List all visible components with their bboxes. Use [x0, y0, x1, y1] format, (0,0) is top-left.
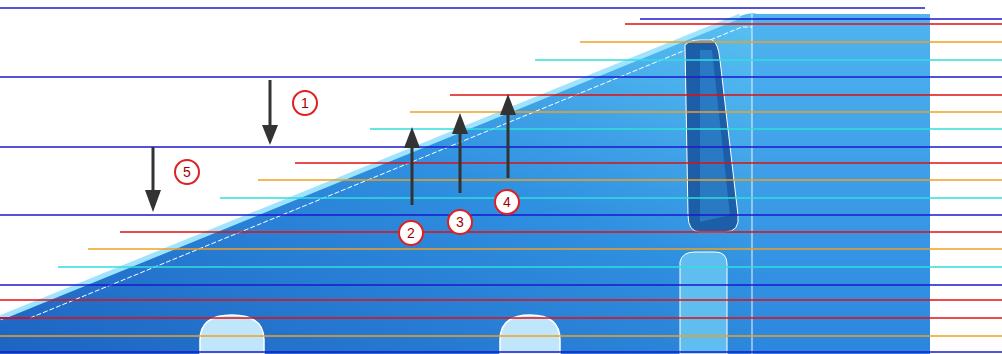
contour-line	[625, 23, 1002, 24]
contour-line	[450, 94, 1002, 95]
arrow-shaft	[411, 145, 414, 205]
contour-line	[220, 197, 1002, 198]
wall-shade	[700, 50, 730, 222]
contour-line	[535, 59, 1002, 60]
contour-line	[0, 214, 1002, 215]
callout-number: 5	[174, 159, 200, 185]
contour-line	[88, 248, 1002, 249]
contour-line	[295, 162, 1002, 163]
arrow-shaft	[269, 80, 272, 128]
arrow-shaft	[507, 112, 510, 178]
contour-line	[0, 76, 1002, 77]
callout-number: 4	[494, 189, 520, 215]
arrow-head	[500, 94, 516, 115]
contour-line	[0, 284, 1002, 285]
edge-line	[752, 14, 753, 354]
contour-line	[0, 335, 1002, 336]
callout-number: 2	[398, 220, 424, 246]
contour-line	[0, 351, 1002, 352]
part-body	[0, 13, 930, 354]
callout-number: 3	[447, 209, 473, 235]
hole	[200, 315, 264, 354]
arrow-head	[145, 190, 161, 212]
rim	[0, 16, 740, 318]
contour-lines	[0, 8, 1002, 352]
contour-line	[0, 7, 925, 8]
part-face	[752, 14, 930, 354]
contour-line	[410, 111, 1002, 112]
callout-number: 1	[292, 90, 318, 116]
hole	[500, 315, 560, 354]
arrow-shaft	[459, 131, 462, 193]
contour-line	[0, 317, 1002, 318]
contour-line	[640, 18, 1002, 19]
arrow-head	[404, 127, 420, 148]
arrow-shaft	[152, 147, 155, 193]
contour-line	[580, 41, 1002, 42]
contour-line	[58, 266, 1002, 267]
contour-line	[120, 231, 1002, 232]
contour-line	[0, 146, 1002, 147]
arrows	[145, 80, 516, 212]
arrow-head	[452, 113, 468, 134]
rim-line	[30, 27, 752, 318]
wall-feature	[685, 40, 738, 232]
contour-line	[0, 299, 1002, 300]
arrow-head	[262, 125, 278, 145]
contour-line	[258, 179, 1002, 180]
